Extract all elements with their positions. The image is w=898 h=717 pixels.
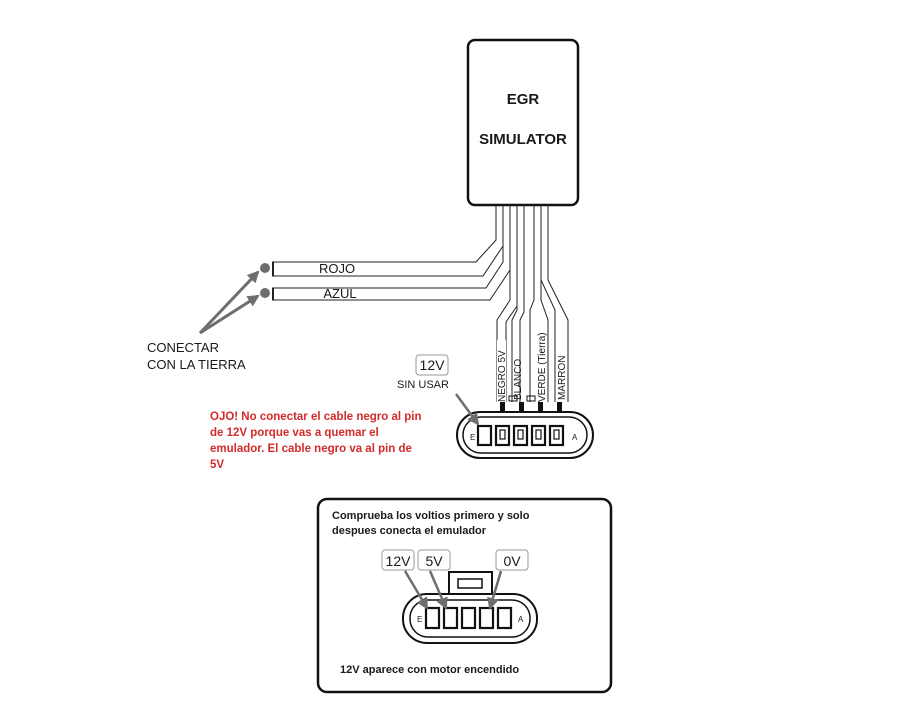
wire-label-verde: VERDE (Tierra) xyxy=(537,332,548,402)
arrow-12v-icon xyxy=(403,570,429,610)
unused-pin-arrow-icon xyxy=(454,393,480,426)
check-connector-letter-e: E xyxy=(417,615,422,624)
wire-end-caps xyxy=(260,262,274,300)
ground-note-line2: CON LA TIERRA xyxy=(147,357,246,372)
check-panel-line1: Comprueba los voltios primero y solo xyxy=(332,510,530,522)
module-title-line1: EGR xyxy=(507,91,540,108)
check-panel-footer: 12V aparece con motor encendido xyxy=(340,664,519,676)
arrow-to-azul-icon xyxy=(199,294,260,335)
module-title-line2: SIMULATOR xyxy=(479,131,567,148)
connector-letter-a: A xyxy=(572,433,578,442)
unused-pin-voltage: 12V xyxy=(420,357,446,373)
check-pin-5 xyxy=(496,606,513,630)
warning-line1: OJO! No conectar el cable negro al pin xyxy=(210,411,422,423)
unused-pin-label: 12V SIN USAR xyxy=(397,354,480,426)
arrow-to-rojo-icon xyxy=(198,270,260,335)
wire-bundle xyxy=(272,205,569,402)
warning-line4: 5V xyxy=(210,459,224,471)
pin-1 xyxy=(476,424,493,447)
warning-text: OJO! No conectar el cable negro al pin d… xyxy=(210,411,422,471)
vertical-wire-labels: NEGRO 5V BLANCO VERDE (Tierra) MARRON xyxy=(497,332,568,402)
check-connector-letter-a: A xyxy=(518,615,524,624)
pin-label-12v: 12V xyxy=(386,553,412,569)
check-panel-line2: despues conecta el emulador xyxy=(332,525,487,537)
rojo-terminal-icon xyxy=(260,263,270,273)
azul-terminal-icon xyxy=(260,288,270,298)
pin-label-5v: 5V xyxy=(425,553,443,569)
egr-simulator-module: EGR SIMULATOR xyxy=(466,38,580,207)
check-pin-2 xyxy=(442,606,459,630)
warning-line3: emulador. El cable negro va al pin de xyxy=(210,443,412,455)
check-pin-1 xyxy=(424,606,441,630)
pin-label-0v: 0V xyxy=(503,553,521,569)
unused-pin-note: SIN USAR xyxy=(397,379,449,391)
connector-letter-e: E xyxy=(470,433,475,442)
arrow-0v-icon xyxy=(487,570,503,610)
check-pin-3 xyxy=(460,606,477,630)
wire-label-rojo: ROJO xyxy=(319,261,355,276)
wire-label-marron: MARRON xyxy=(557,356,568,400)
voltage-check-panel: Comprueba los voltios primero y solo des… xyxy=(316,497,613,694)
wire-label-azul: AZUL xyxy=(323,286,356,301)
top-connector: E A xyxy=(456,411,594,459)
wire-label-negro-5v: NEGRO 5V xyxy=(497,350,508,402)
check-pin-4 xyxy=(478,606,495,630)
arrow-5v-icon xyxy=(428,570,448,610)
ground-note-line1: CONECTAR xyxy=(147,340,219,355)
ground-arrows xyxy=(198,270,260,335)
wire-label-blanco: BLANCO xyxy=(513,359,524,400)
warning-line2: de 12V porque vas a quemar el xyxy=(210,427,379,439)
